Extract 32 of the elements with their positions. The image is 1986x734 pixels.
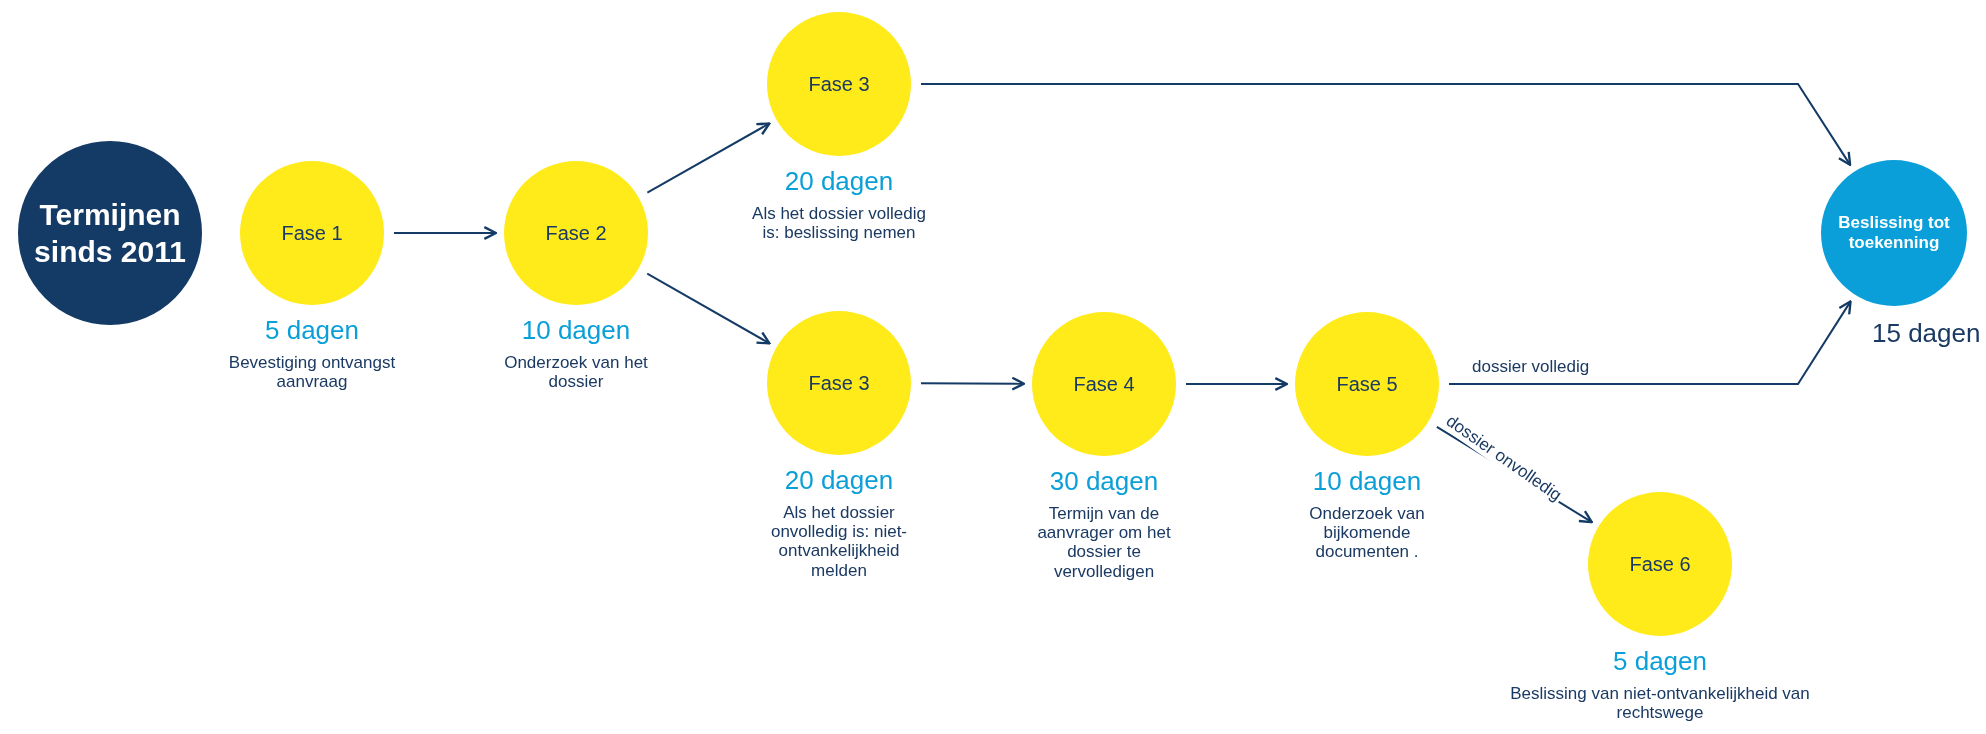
node-title: Fase 2 [545, 221, 607, 245]
node-title: Fase 3 [808, 72, 870, 96]
duration-label: 15 dagen [1872, 318, 1981, 349]
duration-label: 20 dagen [783, 465, 895, 496]
duration-label: 5 dagen [1612, 646, 1708, 677]
description-text: Als het dossier onvolledig is: niet-ontvankelijkheid melden [769, 503, 909, 580]
node-title: Fase 6 [1629, 552, 1691, 576]
arrow [1185, 377, 1289, 391]
duration-label: 30 dagen [1048, 466, 1160, 497]
node-title: Fase 5 [1336, 372, 1398, 396]
arrow [1448, 300, 1852, 385]
description-text: Bevestiging ontvangst aanvraag [227, 353, 397, 392]
description-text: Onderzoek van bijkomende documenten . [1308, 504, 1426, 562]
description-text: Termijn van de aanvrager om het dossier te vervolledigen [1036, 504, 1172, 581]
node-title: Termijnen sinds 2011 [33, 196, 187, 270]
node-title: Fase 3 [808, 371, 870, 395]
edge-label: dossier volledig [1470, 357, 1592, 377]
arrow [393, 226, 498, 240]
arrow [920, 83, 1852, 167]
node-title: Fase 4 [1073, 372, 1135, 396]
arrow [646, 122, 771, 194]
description-text: Beslissing van niet-ontvankelijkheid van rechtswege [1509, 684, 1811, 723]
node-title: Beslissing tot toekenning [1837, 212, 1951, 254]
arrow [920, 376, 1026, 391]
duration-label: 10 dagen [520, 315, 632, 346]
arrow [646, 272, 771, 345]
description-text: Als het dossier volledig is: beslissing nemen [751, 204, 927, 243]
duration-label: 20 dagen [783, 166, 895, 197]
duration-label: 10 dagen [1311, 466, 1423, 497]
description-text: Onderzoek van het dossier [503, 353, 649, 392]
node-title: Fase 1 [281, 221, 343, 245]
duration-label: 5 dagen [264, 315, 360, 346]
